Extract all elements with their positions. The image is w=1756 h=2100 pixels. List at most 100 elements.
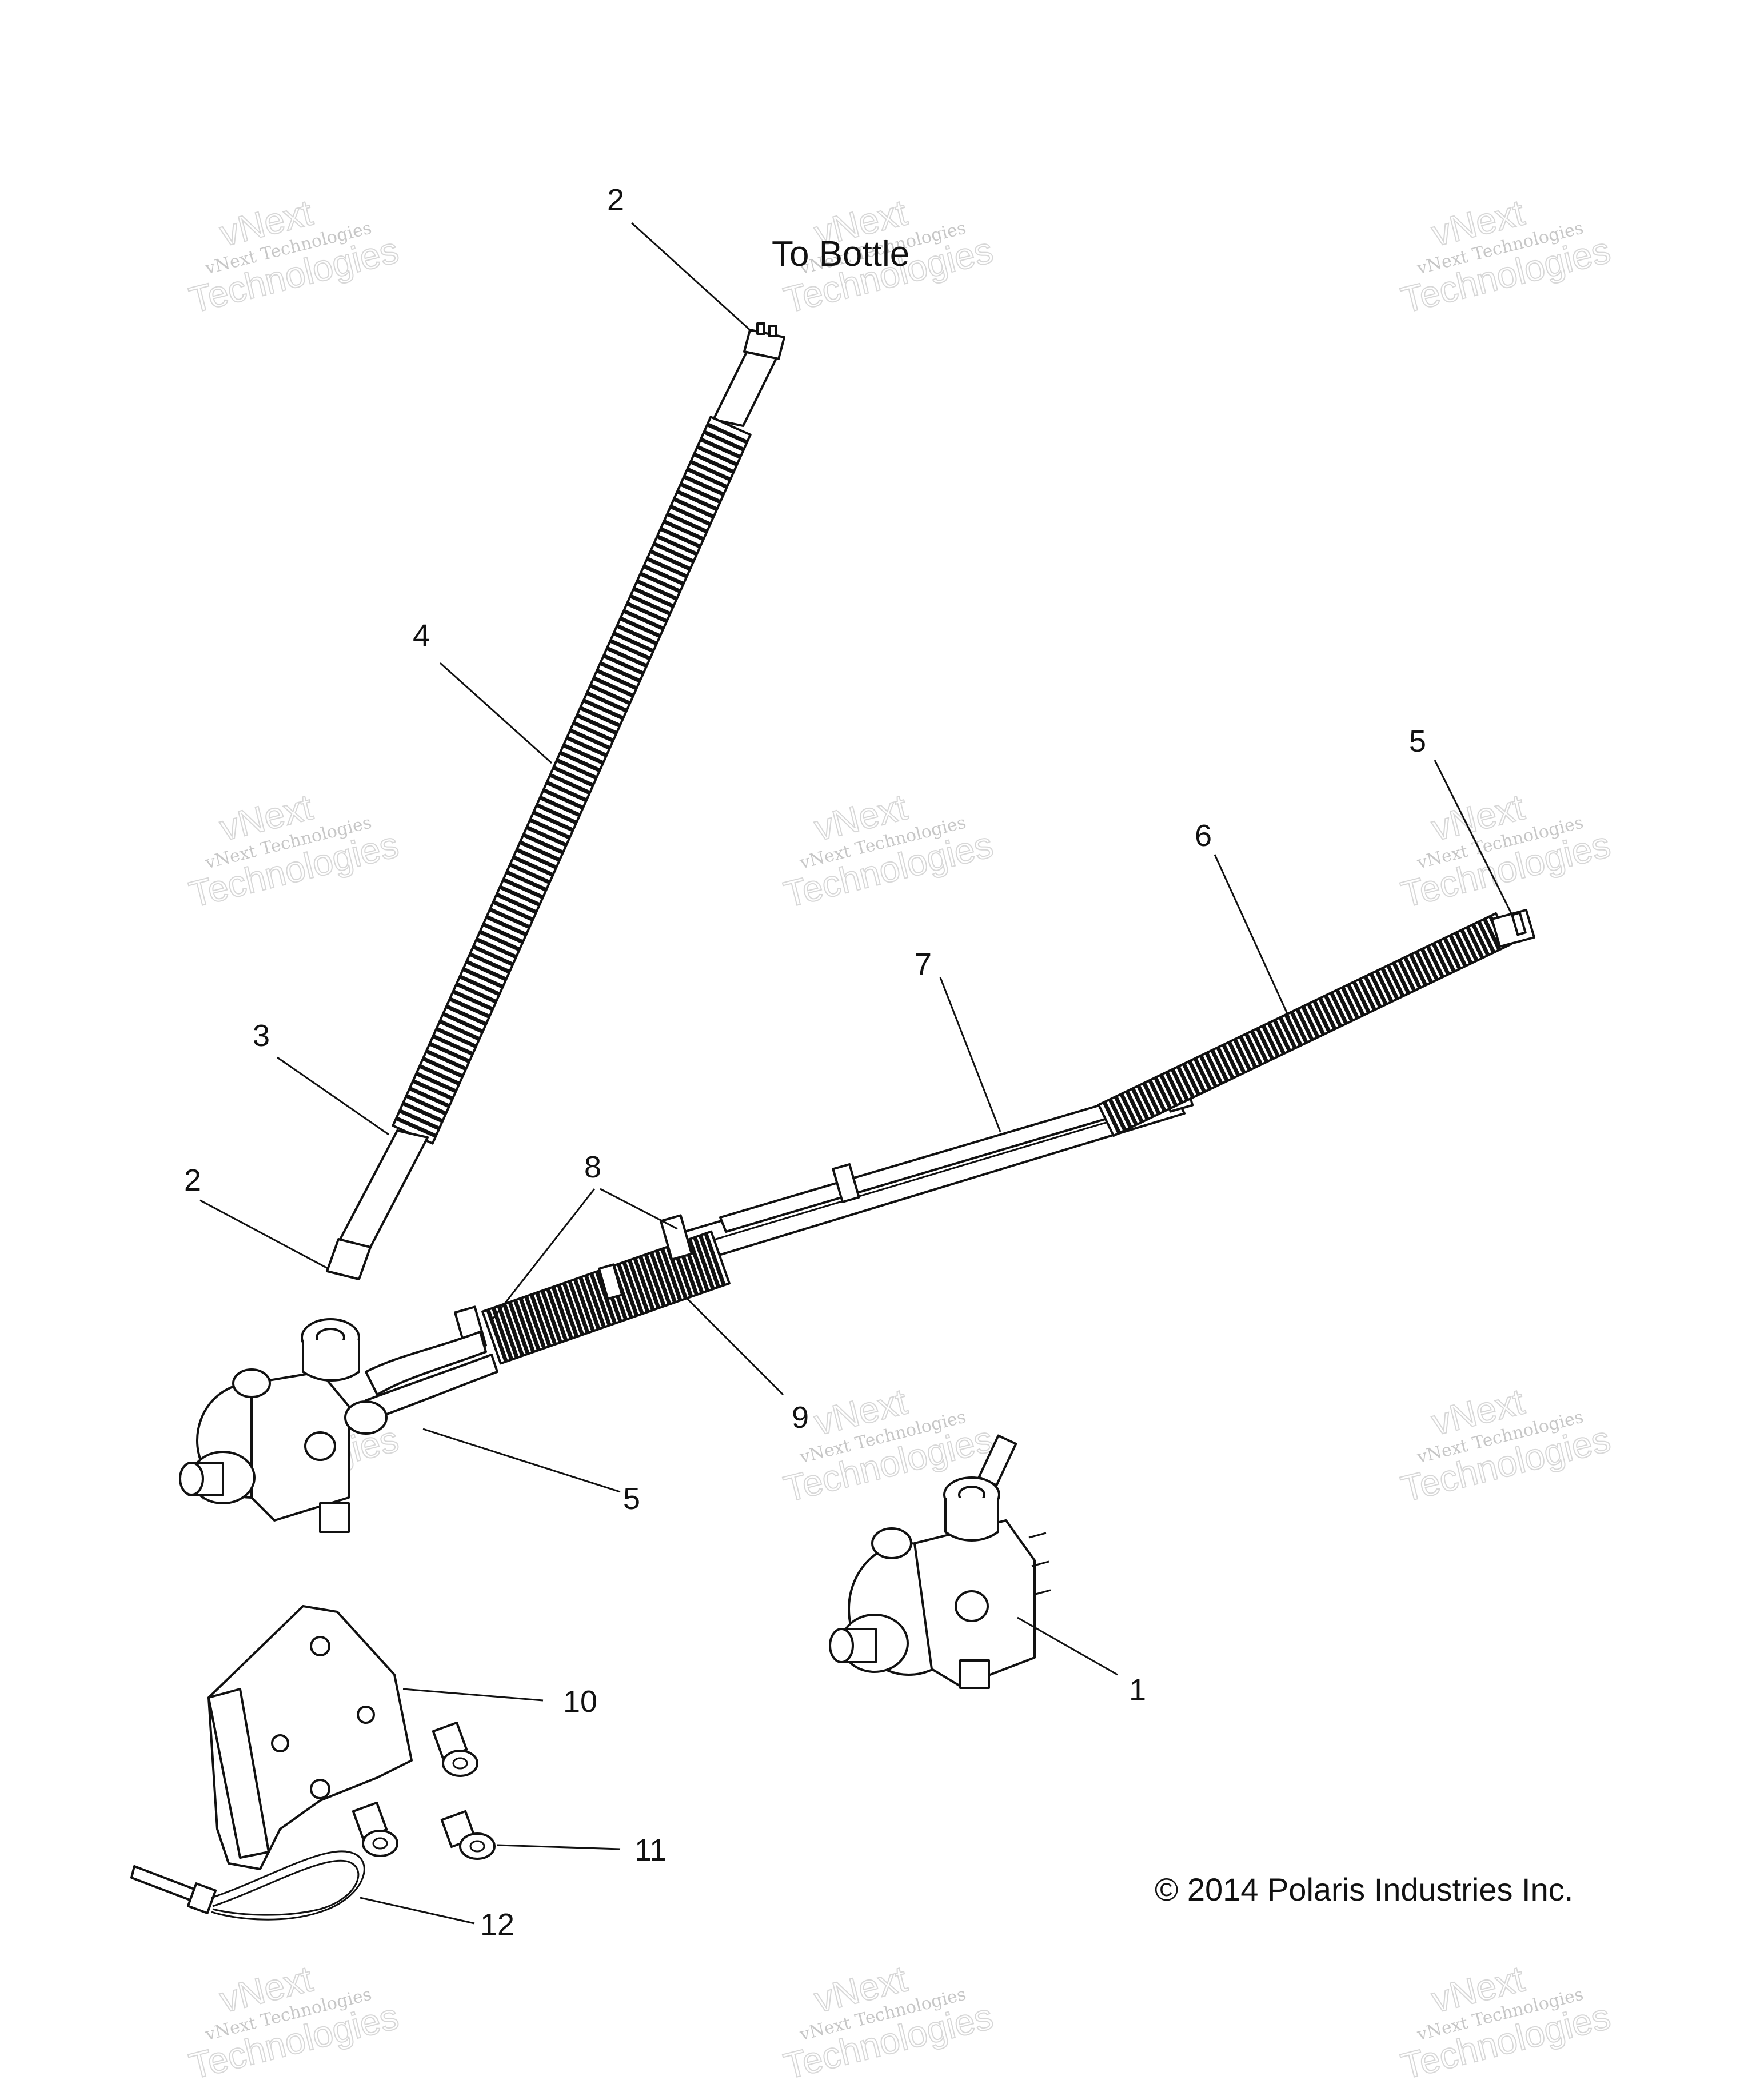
sleeve-rib (1119, 1093, 1138, 1126)
sleeve-rib (609, 638, 651, 661)
callout-5-mid: 5 (623, 1482, 640, 1516)
sleeve-rib (1375, 969, 1394, 1003)
leader-4 (439, 662, 553, 764)
sleeve-rib (579, 706, 621, 728)
bracket-10 (207, 1605, 413, 1870)
watermark: vNext vNext Technologies Technologies (185, 785, 403, 916)
tie-head (186, 1882, 217, 1914)
pump-hose (365, 1354, 498, 1419)
sleeve-rib (557, 1284, 579, 1338)
callout-4: 4 (413, 618, 430, 653)
sleeve-rib (1182, 1063, 1201, 1096)
sleeve-rib (496, 892, 537, 915)
bracket-flange (207, 1688, 270, 1859)
sleeve-rib (522, 833, 564, 855)
sleeve-rib (568, 1280, 590, 1334)
sleeve-rib (663, 519, 705, 541)
sleeve-rib (653, 542, 695, 564)
sleeve-rib (1267, 1021, 1286, 1055)
sleeve-rib (1227, 1041, 1246, 1074)
sleeve-rib (626, 601, 668, 624)
leader-2-top (630, 222, 753, 333)
sleeve-rib (1414, 951, 1434, 984)
sleeve-rib (1392, 961, 1411, 995)
sleeve-rib (1210, 1049, 1229, 1082)
sleeve-rib (1437, 940, 1456, 973)
sleeve-rib (1159, 1073, 1178, 1107)
pump-pin (1031, 1560, 1049, 1567)
sleeve-rib (546, 780, 588, 803)
watermark: vNext vNext Technologies Technologies (779, 785, 997, 916)
sleeve-rib (613, 631, 654, 653)
fasteners-11 (352, 1721, 496, 1860)
sleeve-rib (525, 825, 568, 847)
sleeve-rib (1386, 964, 1405, 997)
sleeve-rib (1284, 1013, 1303, 1047)
sleeve-rib (491, 1307, 514, 1360)
sleeve-rib (476, 937, 517, 959)
sleeve-rib (465, 960, 507, 981)
sleeve-rib (445, 1004, 487, 1026)
sleeve-rib (660, 1248, 683, 1301)
sleeve-rib (497, 1305, 519, 1359)
sleeve-rib (486, 1309, 508, 1363)
sleeve-rib (1170, 1068, 1190, 1101)
sleeve-rib (707, 422, 748, 444)
bracket-hole (357, 1706, 375, 1724)
sleeve-rib (492, 900, 534, 922)
sleeve-rib (1318, 997, 1337, 1030)
hose-clip (598, 1263, 624, 1300)
sleeve-rib (429, 1041, 470, 1064)
cable-tie-12 (130, 1850, 365, 1921)
sleeve-rib (1403, 956, 1422, 989)
sleeve-rib (549, 773, 591, 795)
sleeve-rib (562, 743, 604, 765)
leader-3 (277, 1056, 389, 1136)
sleeve-rib (649, 549, 691, 571)
sleeve-rib (622, 609, 664, 631)
sleeve-rib (1261, 1024, 1280, 1057)
sleeve-rib (654, 1249, 677, 1303)
callout-3: 3 (253, 1019, 270, 1053)
fastener (440, 1810, 496, 1860)
sleeve-rib (1358, 978, 1376, 1011)
watermark: vNext vNext Technologies Technologies (1396, 785, 1615, 916)
sleeve-rib (1176, 1065, 1195, 1099)
sleeve-rib (1295, 1008, 1314, 1041)
sleeve-rib (438, 1019, 481, 1041)
sleeve-rib (1193, 1057, 1212, 1091)
sleeve-rib (636, 579, 678, 601)
leader-10 (402, 1688, 544, 1702)
sleeve-rib (1164, 1071, 1184, 1104)
sleeve-rib (1272, 1019, 1291, 1052)
watermarks: vNext vNext Technologies Technologies vN… (185, 191, 1615, 2087)
tie-tail (130, 1865, 195, 1902)
corrugated-sleeve-9 (481, 1230, 731, 1365)
sleeve-rib (505, 870, 548, 892)
callout-8: 8 (584, 1150, 601, 1184)
sleeve-rib (1148, 1079, 1167, 1112)
leader-5-right (1434, 760, 1513, 915)
sleeve-rib (686, 467, 728, 489)
fastener (352, 1801, 398, 1857)
sleeve-rib (1255, 1027, 1275, 1060)
callout-2-top: 2 (607, 183, 624, 217)
sleeve-rib (616, 1263, 639, 1317)
pump-port (232, 1368, 271, 1398)
sleeve-rib (700, 437, 741, 459)
leader-2-left (199, 1199, 329, 1270)
sleeve-rib (1142, 1082, 1161, 1115)
sleeve-rib (1301, 1005, 1320, 1039)
sleeve-rib (656, 534, 698, 556)
sleeve-rib (532, 811, 574, 832)
sleeve-rib (1466, 926, 1484, 959)
sleeve-rib (518, 1297, 541, 1351)
sleeve-rib (535, 1292, 557, 1346)
sleeve-rib (1460, 929, 1479, 962)
sleeve-rib (452, 989, 494, 1011)
pump-part-1 (829, 1434, 1051, 1689)
sleeve-rib (576, 713, 618, 735)
watermark: vNext vNext Technologies Technologies (779, 1957, 997, 2087)
leader-8b (600, 1188, 678, 1230)
